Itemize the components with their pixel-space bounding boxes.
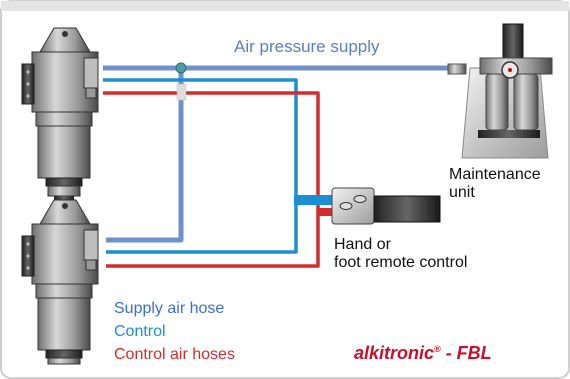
lower-supply-branch <box>106 68 184 243</box>
maintenance-unit-label-line2: unit <box>449 183 475 201</box>
supply-air-hoses <box>103 65 450 243</box>
brand-name: alkitronic <box>354 343 435 363</box>
control-hose-blue-1 <box>103 78 298 254</box>
remote-control-icon <box>331 187 441 225</box>
remote-control-label-line2: foot remote control <box>334 253 468 271</box>
remote-control-label-line1: Hand or <box>334 236 391 253</box>
legend-supply-air-hose: Supply air hose <box>114 300 225 317</box>
legend-control: Control <box>114 323 166 340</box>
remote-control-label: Hand or foot remote control <box>334 236 467 271</box>
red-connector <box>318 208 332 216</box>
air-pressure-supply-label: Air pressure supply <box>234 37 380 56</box>
brand-registered-mark: ® <box>434 344 441 354</box>
torque-tool-icon <box>21 199 99 365</box>
control-connector <box>294 195 332 205</box>
frame-top-band <box>1 1 569 11</box>
brand-logo: alkitronic® - FBL <box>354 343 492 364</box>
maintenance-unit-label-line1: Maintenance <box>449 166 541 183</box>
fitting-sleeve <box>176 83 187 101</box>
brand-suffix: - FBL <box>440 343 492 363</box>
control-air-hose-1 <box>103 91 320 268</box>
maintenance-unit-icon <box>447 23 553 159</box>
maintenance-unit-label: Maintenance unit <box>449 166 541 201</box>
tee-fitting <box>175 62 187 74</box>
legend-control-air-hoses: Control air hoses <box>114 346 235 363</box>
